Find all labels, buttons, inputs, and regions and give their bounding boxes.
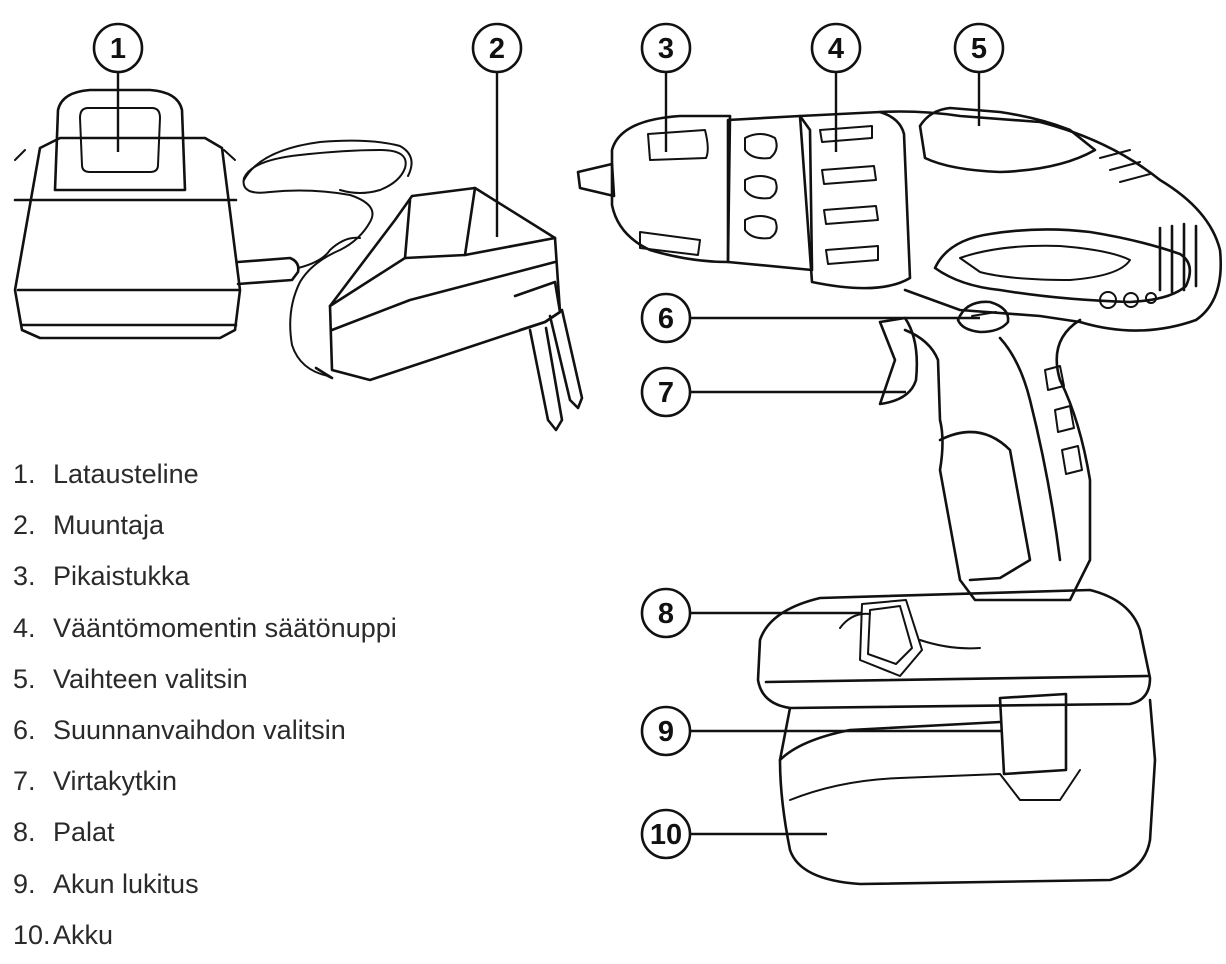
- legend-number: 3.: [13, 561, 36, 592]
- legend-number: 10.: [13, 919, 51, 950]
- charging-stand-illustration: [13, 88, 361, 340]
- legend-label: Vääntömomentin säätönuppi: [53, 612, 397, 643]
- legend-item: 5. Vaihteen valitsin: [13, 657, 397, 708]
- callout-3: 3: [640, 22, 692, 74]
- legend-number: 4.: [13, 612, 36, 643]
- callout-4-number: 4: [828, 33, 844, 65]
- callout-7-number: 7: [658, 377, 674, 409]
- callout-9: 9: [640, 705, 692, 757]
- callout-9-number: 9: [658, 716, 674, 748]
- callout-6: 6: [640, 292, 692, 344]
- legend-number: 8.: [13, 817, 36, 848]
- legend-number: 6.: [13, 714, 36, 745]
- callout-4: 4: [810, 22, 862, 74]
- leader-lines: [116, 72, 1003, 836]
- callout-3-number: 3: [658, 33, 674, 65]
- legend-number: 7.: [13, 766, 36, 797]
- callout-2-number: 2: [489, 33, 505, 65]
- legend-number: 2.: [13, 510, 36, 541]
- battery-illustration: [756, 588, 1157, 886]
- callout-1: 1: [92, 22, 144, 74]
- callout-5: 5: [953, 22, 1005, 74]
- legend-item: 7. Virtakytkin: [13, 759, 397, 810]
- callout-6-number: 6: [658, 303, 674, 335]
- legend-number: 9.: [13, 868, 36, 899]
- legend-number: 5.: [13, 663, 36, 694]
- legend-label: Virtakytkin: [53, 766, 178, 797]
- legend-label: Muuntaja: [53, 510, 165, 541]
- legend-item: 2. Muuntaja: [13, 503, 397, 554]
- legend-item: 1. Latausteline: [13, 452, 397, 503]
- parts-legend: 1.Latausteline 2.Muuntaja 3.Pikaistukka …: [13, 452, 397, 964]
- legend-number: 1.: [13, 459, 36, 489]
- legend-label: Palat: [53, 817, 115, 848]
- callout-1-number: 1: [110, 33, 126, 65]
- callout-5-number: 5: [971, 33, 987, 65]
- legend-label: Pikaistukka: [53, 561, 190, 592]
- callout-10: 10: [640, 808, 692, 860]
- legend-item: 10.Akku: [13, 913, 397, 964]
- legend-label: Akun lukitus: [53, 868, 199, 899]
- legend-item: 8. Palat: [13, 810, 397, 861]
- legend-item: 4. Vääntömomentin säätönuppi: [13, 606, 397, 657]
- callout-7: 7: [640, 366, 692, 418]
- legend-item: 6. Suunnanvaihdon valitsin: [13, 708, 397, 759]
- legend-item: 9. Akun lukitus: [13, 862, 397, 913]
- callout-8-number: 8: [658, 598, 674, 630]
- legend-label: Akku: [53, 919, 114, 950]
- adapter-illustration: [242, 139, 584, 432]
- callout-8: 8: [640, 587, 692, 639]
- callout-2: 2: [471, 22, 523, 74]
- legend-label: Vaihteen valitsin: [53, 663, 248, 694]
- drill-illustration: [576, 106, 1222, 602]
- legend-label: Latausteline: [53, 459, 199, 489]
- legend-item: 3. Pikaistukka: [13, 554, 397, 605]
- legend-label: Suunnanvaihdon valitsin: [53, 714, 346, 745]
- callout-10-number: 10: [650, 819, 682, 851]
